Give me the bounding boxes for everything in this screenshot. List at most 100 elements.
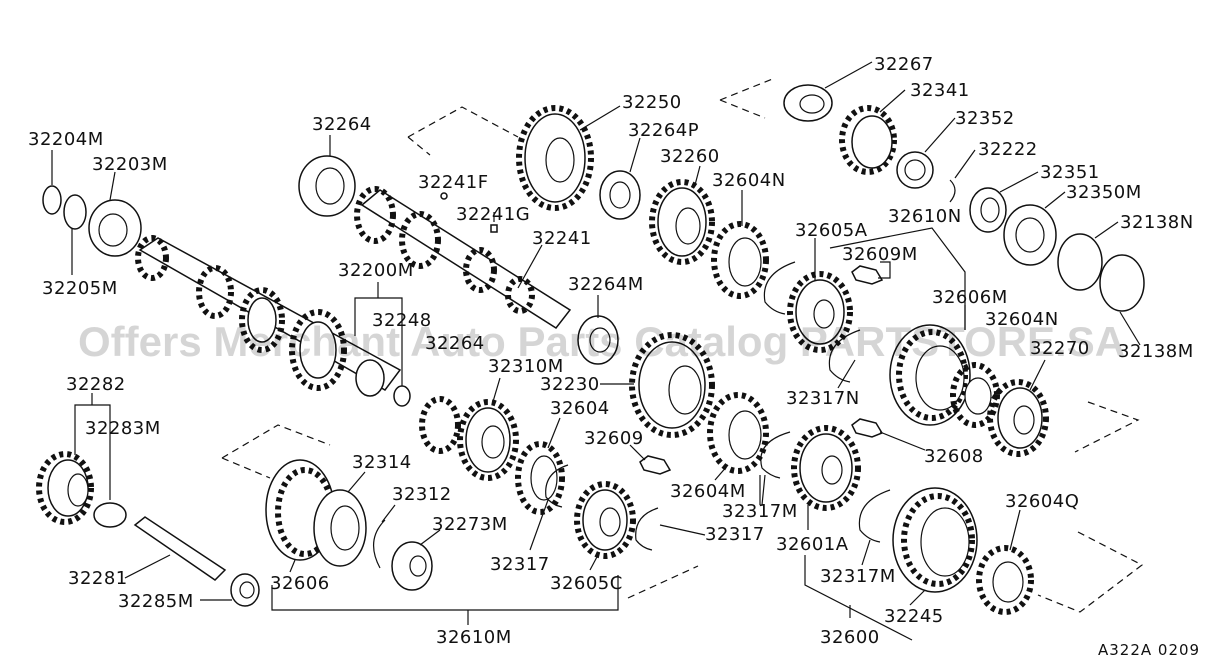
- guide-dash-d: [719, 99, 766, 119]
- bracket-32610N: [829, 227, 966, 330]
- bearing-32273M[interactable]: [391, 541, 433, 591]
- spring-32317N-a[interactable]: [763, 261, 796, 315]
- shim-32138N[interactable]: [1057, 233, 1103, 291]
- guide-dash-e: [221, 424, 331, 459]
- label-32281: 32281: [68, 568, 128, 589]
- leader-32138M: [1119, 311, 1141, 346]
- leader-32273M: [419, 529, 441, 546]
- leader-32604Q: [1009, 509, 1021, 551]
- needle-bearing-32264P[interactable]: [599, 170, 641, 220]
- counter-shaft-32241[interactable]: [354, 186, 572, 329]
- spring-32317-a[interactable]: [545, 464, 569, 508]
- spring-32317M-b[interactable]: [858, 489, 891, 543]
- leader-32317N: [837, 359, 856, 389]
- guide-dash-h: [1037, 531, 1144, 613]
- label-32605C: 32605C: [550, 573, 623, 594]
- label-32317M-low: 32317M: [820, 566, 896, 587]
- sleeve-32245[interactable]: [892, 487, 978, 593]
- insert-32608[interactable]: [851, 418, 884, 438]
- label-32606: 32606: [270, 573, 330, 594]
- guide-dash-a: [407, 106, 519, 138]
- guide-dash-c: [719, 77, 776, 101]
- main-shaft-32200M[interactable]: [135, 235, 402, 397]
- leader-32317-low: [529, 499, 549, 551]
- label-32273M: 32273M: [432, 514, 508, 535]
- leader-32245: [909, 589, 926, 606]
- leader-32281: [124, 554, 171, 579]
- leader-32267: [824, 61, 873, 89]
- gear-32601A[interactable]: [791, 425, 861, 511]
- label-32267: 32267: [874, 54, 934, 75]
- leader-32317-right: [659, 524, 706, 536]
- leader-32605C: [589, 554, 599, 571]
- bearing-32351[interactable]: [969, 187, 1007, 233]
- insert-32609M[interactable]: [851, 265, 884, 285]
- snap-ring-32312[interactable]: [373, 519, 386, 569]
- gear-32270[interactable]: [987, 379, 1049, 457]
- hub-32606M[interactable]: [889, 324, 971, 426]
- label-32282: 32282: [66, 374, 126, 395]
- snap-ring-32204M[interactable]: [42, 185, 62, 215]
- label-32203M: 32203M: [92, 154, 168, 175]
- bearing-32203M[interactable]: [88, 199, 142, 257]
- label-32248: 32248: [372, 310, 432, 331]
- gear-32310M[interactable]: [457, 399, 519, 481]
- washer-32205M[interactable]: [63, 194, 87, 230]
- label-32600: 32600: [820, 627, 880, 648]
- spring-32317-b[interactable]: [635, 507, 659, 551]
- gear-32605A[interactable]: [787, 271, 853, 353]
- snap-ring-32222[interactable]: [949, 179, 956, 203]
- label-32230: 32230: [540, 374, 600, 395]
- label-32138M: 32138M: [1118, 341, 1194, 362]
- needle-bearing-32264-lower[interactable]: [419, 396, 461, 454]
- leader-32606: [289, 559, 296, 573]
- plug-32241F[interactable]: [440, 192, 448, 200]
- label-32264M: 32264M: [568, 274, 644, 295]
- gear-32605C[interactable]: [574, 481, 636, 559]
- washer-32285M[interactable]: [230, 573, 260, 607]
- synchro-ring-32604N-right[interactable]: [950, 362, 1000, 428]
- bracket-32609M: [878, 261, 891, 279]
- leader-32604M: [714, 464, 729, 481]
- leader-32270: [1029, 359, 1046, 391]
- label-32317M-mid: 32317M: [722, 501, 798, 522]
- needle-bearing-32283M[interactable]: [93, 502, 127, 528]
- idler-shaft-32281[interactable]: [133, 516, 227, 581]
- insert-32609[interactable]: [639, 455, 672, 475]
- label-32609M: 32609M: [842, 244, 918, 265]
- gear-32341[interactable]: [839, 105, 897, 175]
- gear-32250[interactable]: [516, 105, 594, 211]
- label-32264-mid: 32264: [425, 333, 485, 354]
- synchro-ring-32604M[interactable]: [707, 392, 769, 474]
- leader-32341: [879, 89, 906, 113]
- label-32352: 32352: [955, 108, 1015, 129]
- leader-32310M: [491, 377, 501, 406]
- label-32604M: 32604M: [670, 481, 746, 502]
- bearing-32350M[interactable]: [1003, 204, 1057, 266]
- shim-32138M[interactable]: [1099, 254, 1145, 312]
- label-32310M: 32310M: [488, 356, 564, 377]
- spring-32317M-a[interactable]: [760, 431, 791, 479]
- gear-32230[interactable]: [629, 332, 715, 438]
- idler-gear-32282[interactable]: [36, 451, 94, 525]
- leader-32352: [924, 117, 956, 153]
- label-32314: 32314: [352, 452, 412, 473]
- synchro-32314[interactable]: [313, 489, 367, 567]
- leader-32604: [547, 417, 561, 449]
- label-32604N-right: 32604N: [985, 309, 1059, 330]
- synchro-ring-32604Q[interactable]: [976, 545, 1034, 615]
- leader-32317M-a: [761, 474, 766, 506]
- plug-32241G[interactable]: [490, 224, 498, 233]
- label-32241F: 32241F: [418, 172, 489, 193]
- bushing-32248[interactable]: [393, 385, 411, 407]
- bushing-32352[interactable]: [896, 151, 934, 189]
- label-32351: 32351: [1040, 162, 1100, 183]
- synchro-ring-32604[interactable]: [515, 441, 565, 515]
- synchro-ring-32604N-top[interactable]: [711, 221, 769, 299]
- bearing-32264[interactable]: [298, 155, 356, 217]
- label-32610M: 32610M: [436, 627, 512, 648]
- leader-32317M-b: [861, 539, 871, 566]
- gear-32260[interactable]: [649, 179, 715, 265]
- bushing-32267[interactable]: [783, 84, 833, 122]
- leader-32241: [517, 244, 543, 289]
